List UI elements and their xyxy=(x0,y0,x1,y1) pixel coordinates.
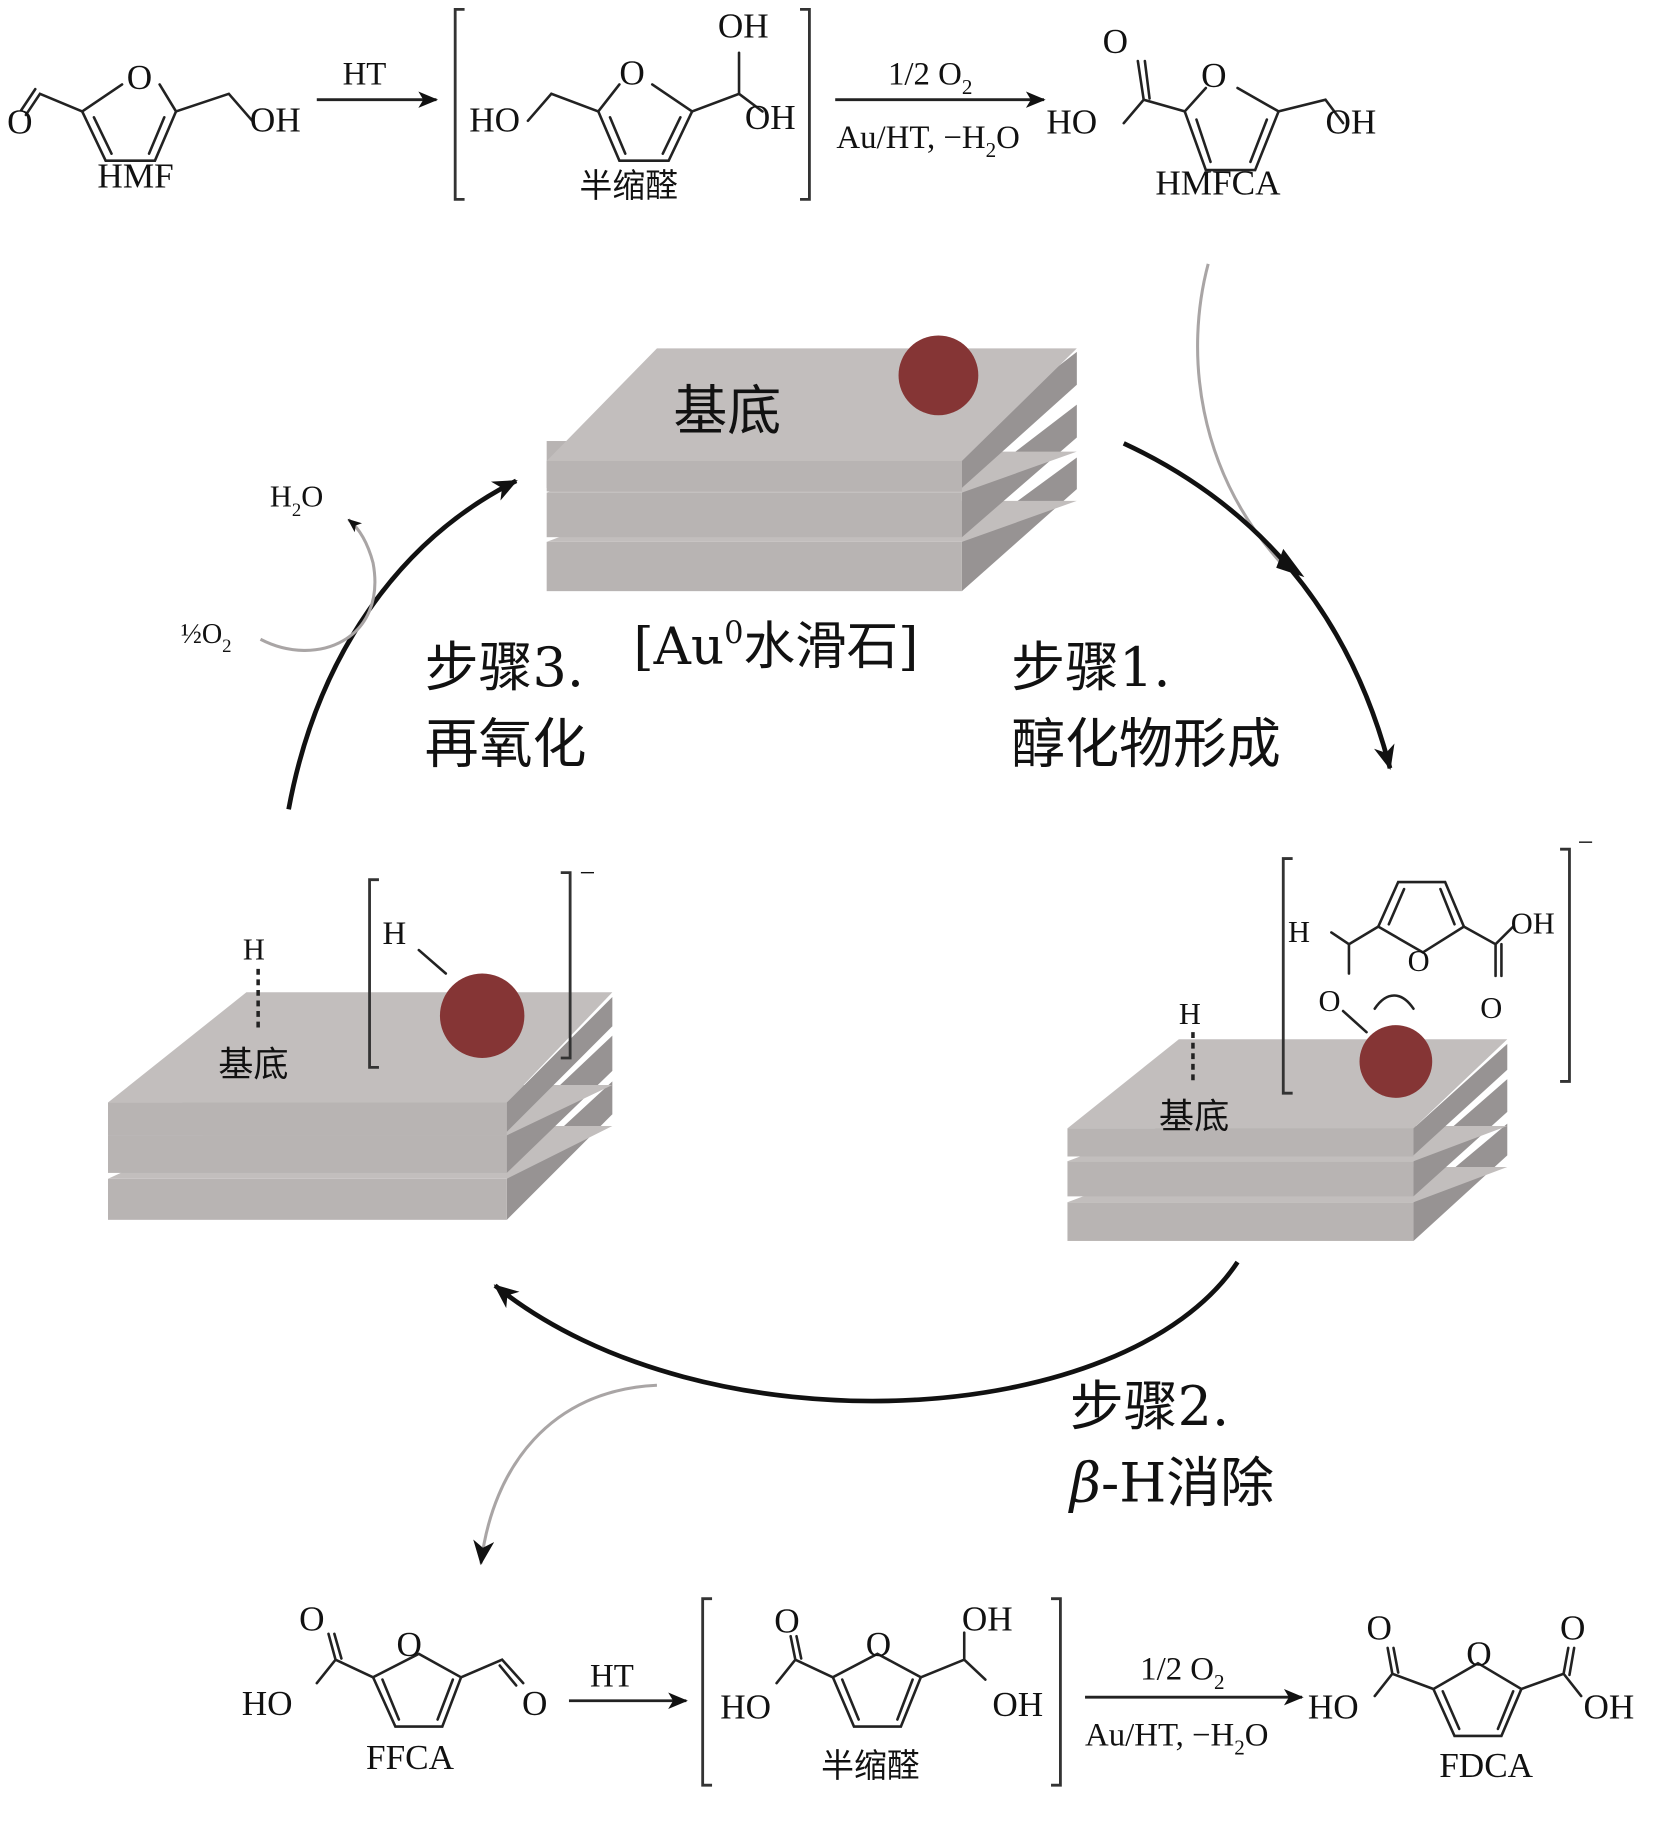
oh-bottom-label: OH xyxy=(992,1685,1043,1724)
alkoxide-o-label: O xyxy=(1318,984,1340,1018)
oh-bottom-label: OH xyxy=(745,98,796,137)
ch2oh-bond xyxy=(174,92,254,123)
arrow-label-ht: HT xyxy=(590,1659,634,1695)
hmf-molecule: O O OH HMF xyxy=(7,58,301,196)
reaction-arrow-ht-bottom: HT xyxy=(568,1659,688,1709)
arrow-below-label: Au/HT, −H2O xyxy=(836,120,1019,162)
ffca-molecule: O O HO O FFCA xyxy=(242,1599,548,1776)
right-bracket xyxy=(1051,1597,1062,1787)
ring-o-label: O xyxy=(1408,944,1430,978)
oh-top-label: OH xyxy=(718,7,769,46)
au-nanoparticle xyxy=(439,973,525,1058)
surface-h-label: H xyxy=(243,932,265,966)
catalyst-au-hydrotalcite: 基底 [Au0水滑石] xyxy=(546,335,1077,677)
ring-o-label: O xyxy=(1201,56,1226,95)
arrow-label-ht: HT xyxy=(343,56,387,92)
step3-label: 步骤3. 再氧化 xyxy=(425,636,587,775)
reaction-arrow-oxidation-bottom: 1/2 O2 Au/HT, −H2O xyxy=(1085,1652,1304,1760)
charge-label: − xyxy=(1578,828,1594,859)
ring-o-label: O xyxy=(397,1625,422,1664)
ho-label: HO xyxy=(469,100,520,139)
hmfca-name: HMFCA xyxy=(1155,164,1281,203)
layer-stack xyxy=(1067,1039,1508,1241)
step2-label: 步骤2. β-H消除 xyxy=(1068,1375,1274,1514)
oh-label: OH xyxy=(1325,103,1376,142)
svg-text:步骤3.: 步骤3. xyxy=(425,636,584,699)
arrow-below-label: Au/HT, −H2O xyxy=(1085,1717,1268,1759)
svg-text:再氧化: 再氧化 xyxy=(425,712,587,775)
o2-label: ½O2 xyxy=(181,619,232,657)
left-bracket xyxy=(453,7,465,201)
right-bracket xyxy=(560,871,572,1060)
ho-label: HO xyxy=(720,1687,771,1726)
left-bracket xyxy=(701,1597,713,1787)
hmf-name: HMF xyxy=(97,157,173,196)
reaction-arrow-ht-top: HT xyxy=(316,56,439,108)
carbonyl-o-right-label: O xyxy=(1560,1609,1585,1648)
ffca-name: FFCA xyxy=(366,1738,455,1777)
right-bracket xyxy=(1560,847,1571,1083)
oh-label: OH xyxy=(250,100,301,139)
oh-label: OH xyxy=(1511,907,1555,941)
hemiacetal-name: 半缩醛 xyxy=(821,1747,919,1785)
au-h-bond xyxy=(417,948,448,975)
au-h-label: H xyxy=(382,916,406,952)
ho-label: HO xyxy=(1046,103,1097,142)
svg-text:醇化物形成: 醇化物形成 xyxy=(1011,712,1281,775)
hydride-complex: H 基底 − H xyxy=(108,858,613,1220)
reaction-arrow-oxidation-top: 1/2 O2 Au/HT, −H2O xyxy=(835,56,1046,162)
hemiacetal-intermediate-bottom: O O HO OH OH 半缩醛 xyxy=(701,1597,1062,1787)
catalyst-caption: [Au0水滑石] xyxy=(633,616,918,677)
h-label: H xyxy=(1288,915,1310,949)
right-bracket xyxy=(800,7,811,201)
carbonyl-o-label: O xyxy=(299,1599,324,1638)
hmfca-molecule: O O HO OH HMFCA xyxy=(1046,22,1376,203)
reoxidation-arrow xyxy=(259,518,377,652)
oh-top-label: OH xyxy=(962,1599,1013,1638)
oh-label: OH xyxy=(1584,1687,1635,1726)
svg-text:步骤2.: 步骤2. xyxy=(1070,1375,1229,1438)
h2o-label: H2O xyxy=(270,480,323,521)
alkoxide-complex: H 基底 − H O OH O O xyxy=(1067,828,1594,1241)
carbonyl-o-label: O xyxy=(774,1602,799,1641)
ho-label: HO xyxy=(242,1684,293,1723)
substrate-label: 基底 xyxy=(1159,1096,1229,1137)
carbonyl-o-label: O xyxy=(1103,22,1128,61)
ho-label: HO xyxy=(1308,1687,1359,1726)
aldehyde-bond xyxy=(19,87,84,117)
ffca-exit-arrow xyxy=(473,1383,657,1566)
carbonyl-o-left-label: O xyxy=(1367,1609,1392,1648)
fdca-molecule: O O HO O OH FDCA xyxy=(1308,1609,1634,1785)
left-bracket xyxy=(368,878,379,1069)
arrow-above-label: 1/2 O2 xyxy=(1140,1652,1224,1694)
hemiacetal-name: 半缩醛 xyxy=(580,167,678,205)
charge-label: − xyxy=(580,858,596,889)
carbonyl-o-label: O xyxy=(1480,991,1502,1025)
aldehyde-o-label: O xyxy=(7,103,32,142)
hemiacetal-intermediate-top: HO O OH OH 半缩醛 xyxy=(453,7,811,205)
substrate-label: 基底 xyxy=(673,379,781,442)
svg-text:步骤1.: 步骤1. xyxy=(1011,636,1170,699)
ring-o-label: O xyxy=(619,53,644,92)
surface-h-label: H xyxy=(1179,997,1201,1031)
step1-mid-arrowhead xyxy=(1276,548,1305,578)
layer-stack xyxy=(546,348,1077,592)
furan-ring xyxy=(80,83,178,162)
ring-o-label: O xyxy=(1466,1635,1491,1674)
step1-label: 步骤1. 醇化物形成 xyxy=(1011,636,1281,775)
layer-stack xyxy=(108,992,613,1220)
left-bracket xyxy=(1281,857,1293,1095)
au-nanoparticle xyxy=(898,335,979,416)
aldehyde-o-label: O xyxy=(522,1684,547,1723)
substrate-label: 基底 xyxy=(218,1045,288,1086)
fdca-name: FDCA xyxy=(1439,1746,1533,1785)
svg-text:β-H消除: β-H消除 xyxy=(1068,1451,1274,1514)
au-nanoparticle xyxy=(1359,1025,1433,1098)
ring-o-label: O xyxy=(127,58,152,97)
ring-o-label: O xyxy=(866,1625,891,1664)
arrow-above-label: 1/2 O2 xyxy=(888,56,972,98)
step2-cycle-arrow xyxy=(493,1260,1240,1404)
